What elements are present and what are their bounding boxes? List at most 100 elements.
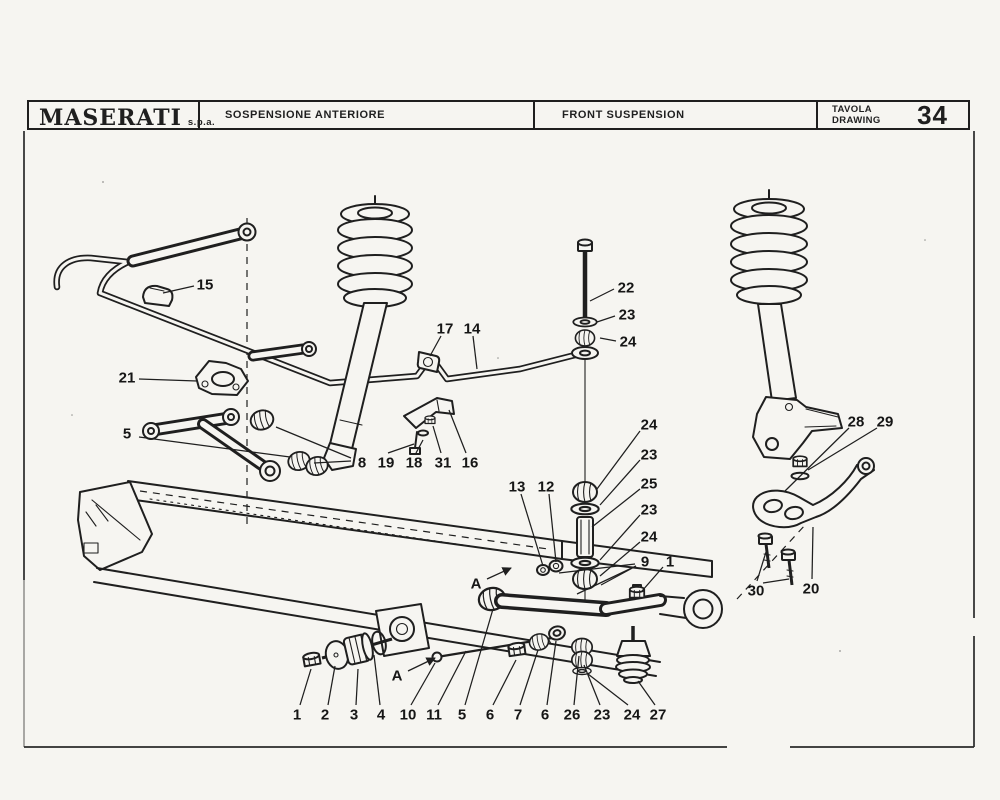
title-italian-cell: SOSPENSIONE ANTERIORE <box>198 102 533 128</box>
ring-4 <box>371 630 387 656</box>
bar-clamp-15 <box>142 284 174 307</box>
callout-19: 19 <box>378 455 395 472</box>
callout-17: 17 <box>437 321 454 338</box>
leader-line <box>275 426 352 459</box>
arm-nut-1 <box>628 585 646 599</box>
annotation-A: A <box>471 576 482 593</box>
callout-30: 30 <box>748 583 765 600</box>
chassis-crossmember <box>77 480 713 677</box>
bushing-7 <box>526 631 552 653</box>
leader-line <box>520 493 544 567</box>
callout-5: 5 <box>458 707 466 724</box>
callout-21: 21 <box>119 370 136 387</box>
annotation-A: A <box>392 668 403 685</box>
callout-12: 12 <box>538 479 555 496</box>
leader-line <box>591 488 641 528</box>
leader-line <box>373 654 381 706</box>
bar-eye <box>571 346 599 360</box>
leader-line <box>472 335 478 370</box>
title-italian: SOSPENSIONE ANTERIORE <box>225 109 386 121</box>
coil-spring-right <box>730 189 808 305</box>
link-washer-23 <box>570 502 600 516</box>
callout-13: 13 <box>509 479 526 496</box>
leader-line <box>587 673 629 706</box>
pivot-bolt-stack <box>301 630 393 670</box>
steering-knuckle <box>752 396 843 460</box>
leader-line <box>327 665 336 706</box>
washer-13 <box>536 564 550 576</box>
arm-bushing-8 <box>247 407 277 433</box>
plate-cell: TAVOLA DRAWING 34 <box>816 100 968 130</box>
brand-name: MASERATI <box>39 105 182 131</box>
brand-suffix: s.p.a. <box>187 117 216 128</box>
callout-31: 31 <box>435 455 452 472</box>
leader-line <box>599 459 641 506</box>
leader-line <box>596 315 616 323</box>
link-washer-24 <box>572 666 592 676</box>
leader-line <box>599 337 617 342</box>
callout-23: 23 <box>641 447 658 464</box>
callout-24: 24 <box>624 707 641 724</box>
leader-line <box>641 566 664 592</box>
leader-line <box>762 578 790 584</box>
callout-1: 1 <box>666 554 674 571</box>
lower-control-arm <box>475 559 723 629</box>
leader-line <box>599 541 641 577</box>
bracket-bolt-19 <box>409 447 421 455</box>
leader-line <box>437 650 467 706</box>
leader-line <box>811 526 814 580</box>
leader-line <box>387 443 415 454</box>
leader-line <box>546 640 557 706</box>
leader-line <box>299 668 312 706</box>
callout-24: 24 <box>641 417 658 434</box>
callout-24: 24 <box>620 334 637 351</box>
leader-line <box>313 460 352 464</box>
callout-20: 20 <box>803 581 820 598</box>
arm-outer-eye <box>683 589 723 629</box>
callout-22: 22 <box>618 280 635 297</box>
leader-line <box>807 427 878 471</box>
annotation-arrow <box>407 657 436 672</box>
coil-spring-left <box>337 195 413 308</box>
leader-line <box>637 680 656 706</box>
callout-5: 5 <box>123 426 131 443</box>
callout-29: 29 <box>877 414 894 431</box>
spacer-tube-25 <box>576 516 594 558</box>
callout-28: 28 <box>848 414 865 431</box>
title-block: MASERATI s.p.a. SOSPENSIONE ANTERIORE FR… <box>27 100 970 131</box>
callout-15: 15 <box>197 277 214 294</box>
plate-label-english: DRAWING <box>832 115 881 126</box>
leader-line <box>138 436 291 458</box>
link-washer-23 <box>570 556 600 570</box>
link-bushing-23 <box>570 650 594 670</box>
callout-7: 7 <box>514 707 522 724</box>
drawing-frame <box>23 131 975 748</box>
upper-control-arm <box>142 360 331 482</box>
nut-6 <box>506 640 527 658</box>
brand-cell: MASERATI s.p.a. <box>29 102 215 131</box>
leader-line <box>589 288 615 302</box>
leader-line <box>492 659 517 706</box>
leader-line <box>448 409 467 454</box>
small-fasteners <box>506 625 566 658</box>
callout-27: 27 <box>650 707 667 724</box>
link-washer-23 <box>572 316 598 328</box>
callout-6: 6 <box>541 707 549 724</box>
strut-right <box>757 303 797 402</box>
leader-line <box>138 378 198 382</box>
callout-23: 23 <box>641 502 658 519</box>
leader-line <box>576 565 637 595</box>
leader-line <box>558 563 636 574</box>
bracket-nut-31 <box>424 415 436 425</box>
leader-line <box>432 425 442 454</box>
link-bushing-24 <box>572 481 598 503</box>
drop-link-column <box>570 238 600 676</box>
bracket-washer-18 <box>417 429 429 437</box>
callout-4: 4 <box>377 707 386 724</box>
leader-line <box>519 649 539 706</box>
callout-8: 8 <box>358 455 366 472</box>
bolt-axis-line <box>736 523 807 600</box>
annotation-arrow <box>486 567 512 580</box>
arm-nut-28 <box>792 455 808 468</box>
